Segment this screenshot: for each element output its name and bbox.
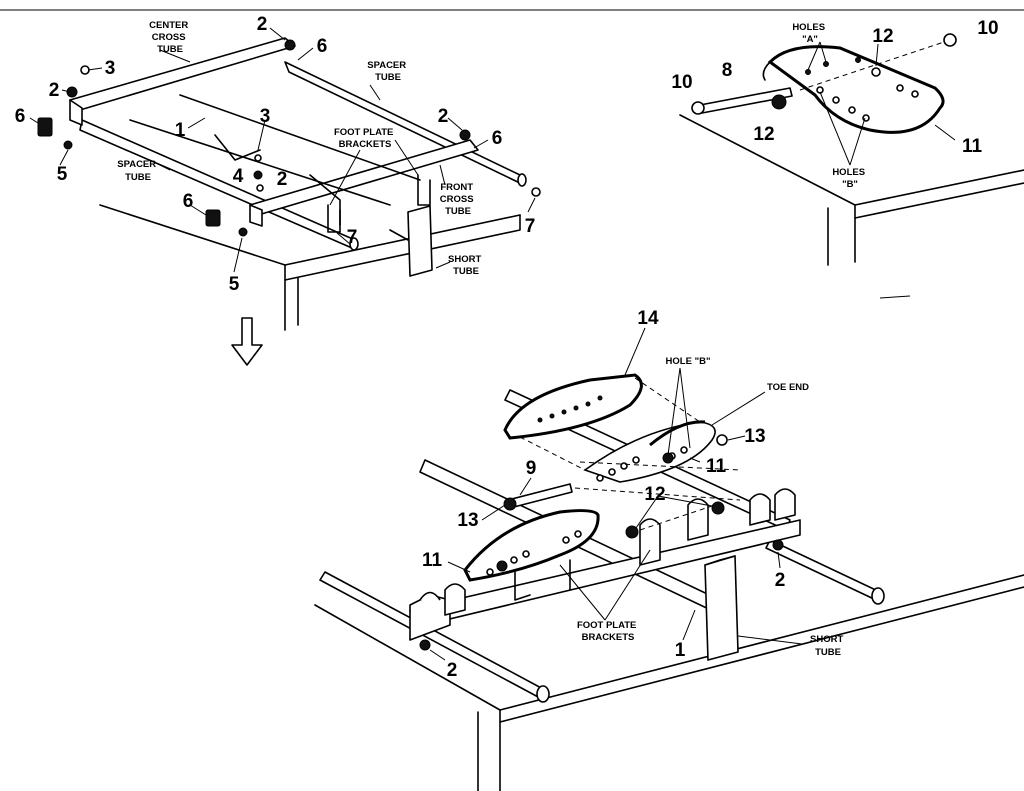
callout-12-a: 12 [872, 26, 893, 47]
pin-9 [507, 483, 573, 509]
foot-plate-11-lower [463, 509, 600, 582]
part-6-knob-left [37, 117, 53, 137]
callout-1-a: 1 [175, 120, 186, 141]
callout-3-b: 3 [260, 106, 271, 127]
callout-2-e: 2 [775, 570, 786, 591]
callout-11-b: 11 [706, 456, 727, 477]
callout-6-d: 6 [183, 191, 194, 212]
callout-6-a: 6 [317, 36, 328, 57]
label-short-tube-bottom: SHORT TUBE [810, 634, 846, 658]
callout-14: 14 [637, 308, 659, 329]
callout-11-a: 11 [962, 136, 983, 157]
foot-plate-11-detail [767, 45, 945, 134]
callout-2-b: 2 [49, 80, 60, 101]
label-front-cross-tube: FRONT CROSS TUBE [440, 182, 476, 217]
label-spacer-tube-left: SPACER TUBE [117, 159, 159, 183]
label-holes-b: HOLES "B" [832, 167, 867, 190]
part-6-knob-front [205, 209, 221, 227]
callout-6-b: 6 [15, 106, 26, 127]
callout-2-d: 2 [438, 106, 449, 127]
callout-11-c: 11 [422, 550, 443, 571]
label-hole-b: HOLE "B" [666, 356, 711, 367]
down-arrow-icon [231, 317, 263, 366]
callout-12-b: 12 [753, 124, 774, 145]
frame-assembly-panel [29, 27, 541, 366]
callout-13-a: 13 [744, 426, 765, 447]
label-center-cross-tube: CENTER CROSS TUBE [149, 20, 191, 55]
short-tube-top [407, 205, 433, 277]
callout-7-b: 7 [525, 216, 536, 237]
callout-7-a: 7 [347, 227, 358, 248]
callout-13-b: 13 [457, 510, 478, 531]
label-spacer-tube-top: SPACER TUBE [367, 60, 409, 83]
foot-plate-14 [503, 373, 643, 440]
final-assembly-panel [314, 327, 1024, 791]
scan-mark [879, 295, 911, 299]
callout-2-f: 2 [447, 660, 458, 681]
label-toe-end: TOE END [767, 382, 809, 393]
foot-plate-11-upper [583, 421, 716, 483]
callout-10-a: 10 [671, 72, 692, 93]
callout-5-a: 5 [57, 164, 68, 185]
label-foot-plate-brackets-top: FOOT PLATE BRACKETS [334, 127, 396, 150]
label-foot-plate-brackets-bottom: FOOT PLATE BRACKETS [577, 620, 639, 643]
foot-plate-detail-panel [679, 33, 1024, 266]
callout-10-b: 10 [977, 18, 998, 39]
callout-12-c: 12 [644, 484, 665, 505]
callout-4: 4 [233, 166, 244, 187]
callout-1-b: 1 [675, 640, 686, 661]
spacer-12-detail [771, 94, 787, 110]
callout-5-b: 5 [229, 274, 240, 295]
short-tube-bottom [704, 555, 739, 661]
label-short-tube-top: SHORT TUBE [448, 254, 484, 277]
callout-3-a: 3 [105, 58, 116, 79]
callout-2-c: 2 [277, 169, 288, 190]
callout-6-c: 6 [492, 128, 503, 149]
foot-plate-bracket-top [417, 174, 431, 206]
callout-2-a: 2 [257, 14, 268, 35]
callout-8: 8 [722, 60, 733, 81]
label-holes-a: HOLES "A" [792, 22, 827, 45]
callout-9: 9 [526, 458, 537, 479]
